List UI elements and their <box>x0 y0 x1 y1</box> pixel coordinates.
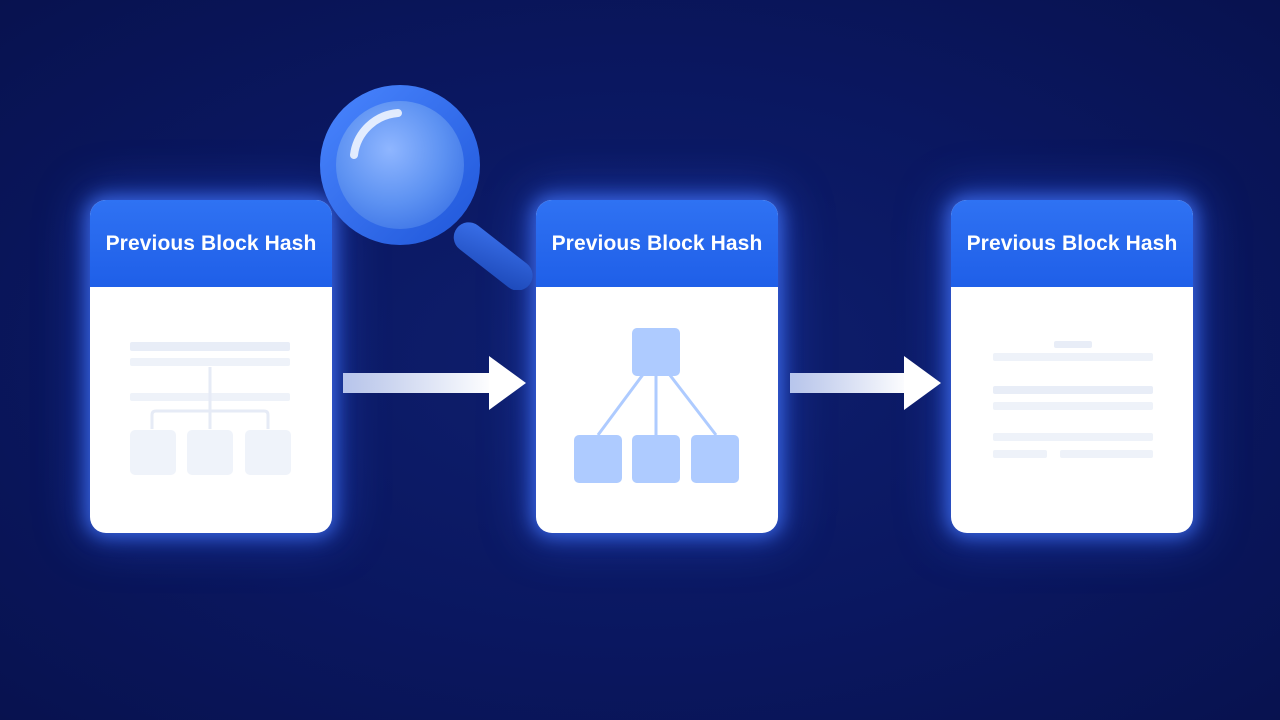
magnifying-glass-icon <box>320 85 533 290</box>
block-card-2: Previous Block Hash <box>536 200 778 533</box>
block-body-3 <box>951 287 1193 533</box>
faded-content-1 <box>130 342 291 475</box>
block-card-3: Previous Block Hash <box>951 200 1193 533</box>
faded-node-1b <box>187 430 233 475</box>
tree-child-node-3 <box>691 435 739 483</box>
block-body-1 <box>90 287 332 533</box>
tree-child-node-1 <box>574 435 622 483</box>
hierarchy-tree-icon <box>574 328 739 483</box>
faded-node-1a <box>130 430 176 475</box>
tree-root-node <box>632 328 680 376</box>
faded-content-3 <box>993 341 1153 458</box>
faded-node-1c <box>245 430 291 475</box>
arrow-right-icon <box>343 356 526 410</box>
tree-child-node-2 <box>632 435 680 483</box>
block-card-1: Previous Block Hash <box>90 200 332 533</box>
arrow-right-icon <box>790 356 941 410</box>
block-header-1: Previous Block Hash <box>90 200 332 287</box>
block-header-3: Previous Block Hash <box>951 200 1193 287</box>
block-body-2 <box>536 287 778 533</box>
block-header-2: Previous Block Hash <box>536 200 778 287</box>
